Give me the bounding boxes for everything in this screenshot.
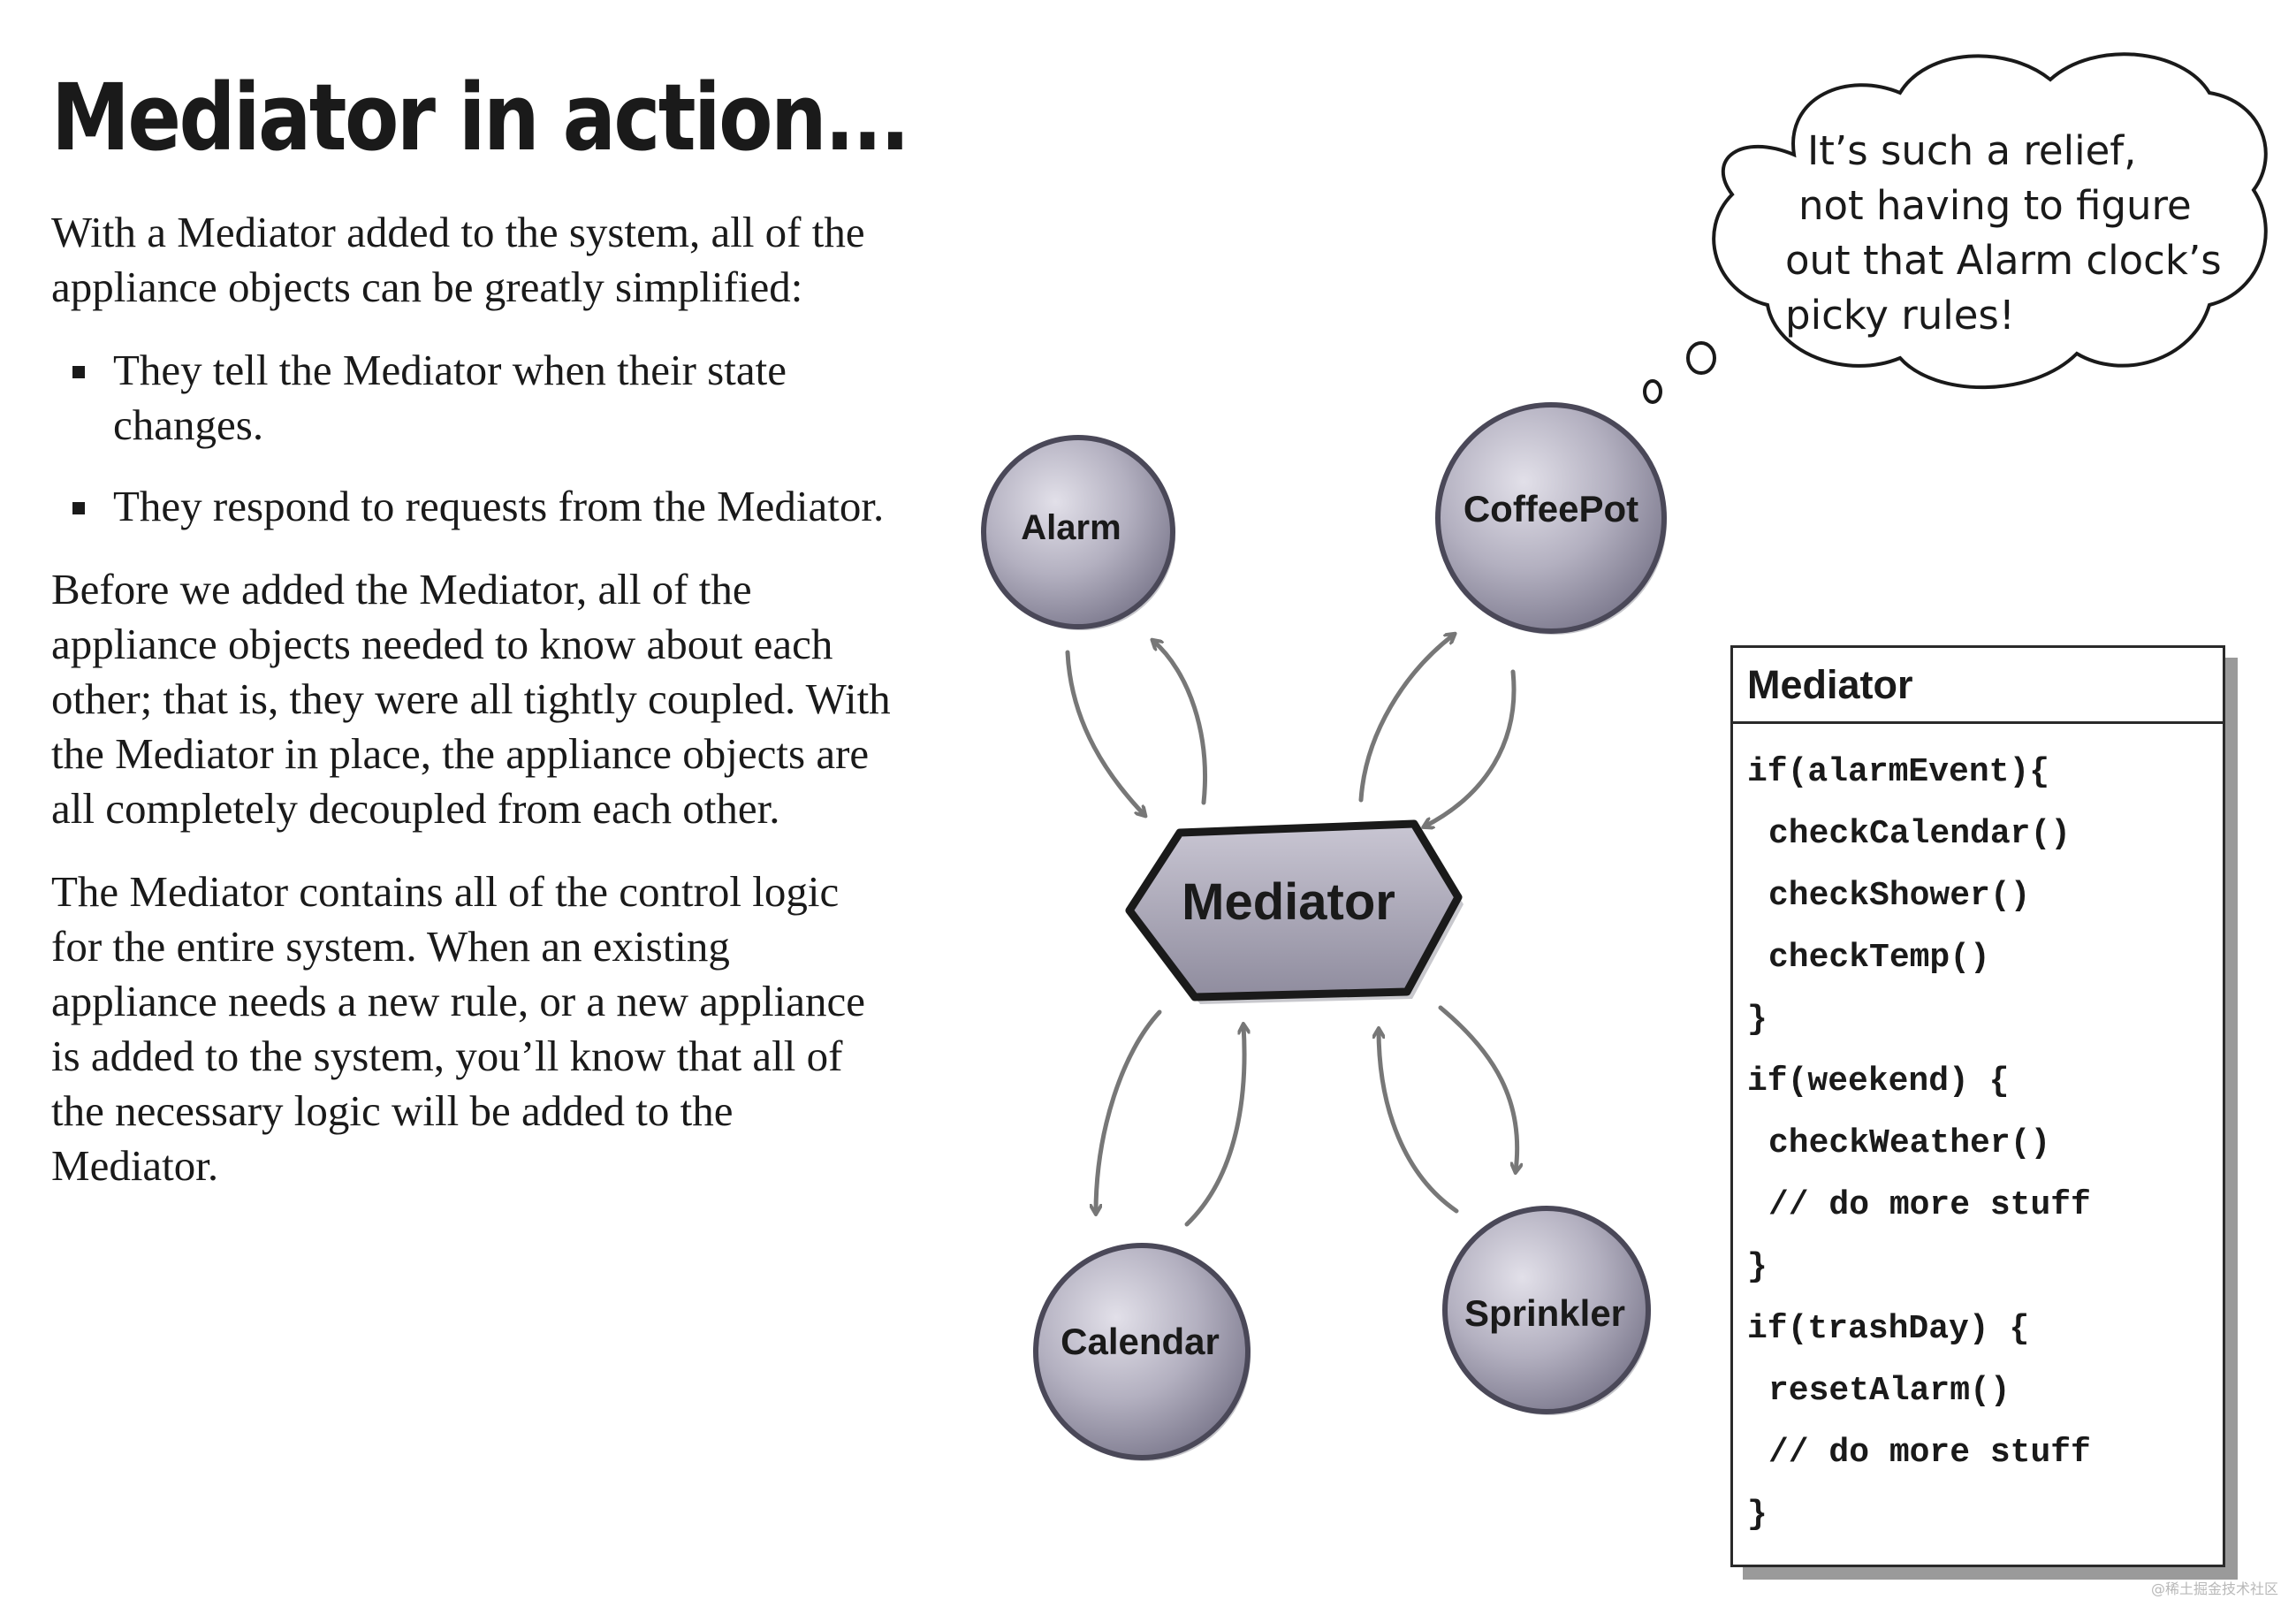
- bullet-item: They respond to requests from the Mediat…: [51, 479, 891, 534]
- arrow-mediator-to-alarm: [1153, 641, 1207, 805]
- code-line: if(alarmEvent){: [1747, 753, 2050, 791]
- node-calendar: Calendar: [1033, 1243, 1251, 1461]
- intro-paragraph: With a Mediator added to the system, all…: [51, 208, 865, 311]
- mediator-node-label: Mediator: [1182, 873, 1395, 931]
- arrow-calendar-to-mediator: [1184, 1025, 1244, 1227]
- bullet-list: They tell the Mediator when their state …: [51, 343, 891, 534]
- bullet-item: They tell the Mediator when their state …: [51, 343, 891, 453]
- code-line: // do more stuff: [1768, 1186, 2091, 1224]
- mediator-code: if(alarmEvent){ checkCalendar() checkShowe…: [1733, 724, 2223, 1546]
- arrow-coffeepot-to-mediator: [1425, 669, 1517, 826]
- bullet-text: They tell the Mediator when their state …: [113, 346, 787, 449]
- bullet-icon: [72, 502, 85, 514]
- mediator-box-title: Mediator: [1733, 648, 2223, 724]
- bullet-text: They respond to requests from the Mediat…: [113, 482, 885, 530]
- node-label-calendar: Calendar: [1061, 1321, 1220, 1362]
- coupling-paragraph: Before we added the Mediator, all of the…: [51, 565, 891, 833]
- mediator-class-box: Mediator if(alarmEvent){ checkCalendar() c…: [1730, 645, 2225, 1567]
- node-label-sprinkler: Sprinkler: [1464, 1292, 1625, 1334]
- node-coffeepot: CoffeePot: [1435, 402, 1667, 635]
- watermark: @稀土掘金技术社区: [2150, 1580, 2278, 1597]
- code-line: }: [1747, 1248, 1768, 1286]
- node-label-alarm: Alarm: [1021, 508, 1121, 547]
- code-line: if(weekend) {: [1747, 1062, 2010, 1101]
- arrow-alarm-to-mediator: [1065, 650, 1144, 815]
- mediator-node: Mediator: [1125, 819, 1464, 1004]
- thought-bubble: [1643, 52, 2268, 404]
- code-line: // do more stuff: [1768, 1434, 2091, 1472]
- thought-line: not having to figure: [1798, 182, 2192, 229]
- code-line: }: [1747, 1001, 1768, 1039]
- thought-line: It’s such a relief,: [1807, 127, 2137, 174]
- code-line: if(trashDay) {: [1747, 1310, 2030, 1348]
- code-line: checkShower(): [1768, 877, 2031, 915]
- code-line: checkWeather(): [1768, 1124, 2051, 1162]
- code-line: checkCalendar(): [1768, 815, 2072, 853]
- control-logic-paragraph: The Mediator contains all of the control…: [51, 867, 866, 1190]
- code-line: checkTemp(): [1768, 939, 1990, 977]
- arrow-mediator-to-sprinkler: [1438, 1005, 1517, 1171]
- thought-text: It’s such a relief, not having to figure…: [1776, 124, 2236, 343]
- thought-line: picky rules!: [1785, 292, 2015, 339]
- bullet-icon: [72, 366, 85, 378]
- arrow-mediator-to-coffeepot: [1358, 635, 1454, 803]
- code-line: }: [1747, 1496, 1768, 1534]
- code-line: resetAlarm(): [1768, 1372, 2011, 1410]
- node-sprinkler: Sprinkler: [1442, 1206, 1651, 1415]
- body-text: With a Mediator added to the system, all…: [51, 205, 891, 1222]
- node-label-coffeepot: CoffeePot: [1464, 488, 1638, 529]
- thought-line: out that Alarm clock’s: [1785, 237, 2222, 284]
- arrow-sprinkler-to-mediator: [1379, 1030, 1459, 1214]
- arrow-mediator-to-calendar: [1096, 1009, 1162, 1213]
- page-title: Mediator in action...: [51, 64, 910, 171]
- arrows: [1065, 635, 1517, 1227]
- node-alarm: Alarm: [981, 435, 1175, 630]
